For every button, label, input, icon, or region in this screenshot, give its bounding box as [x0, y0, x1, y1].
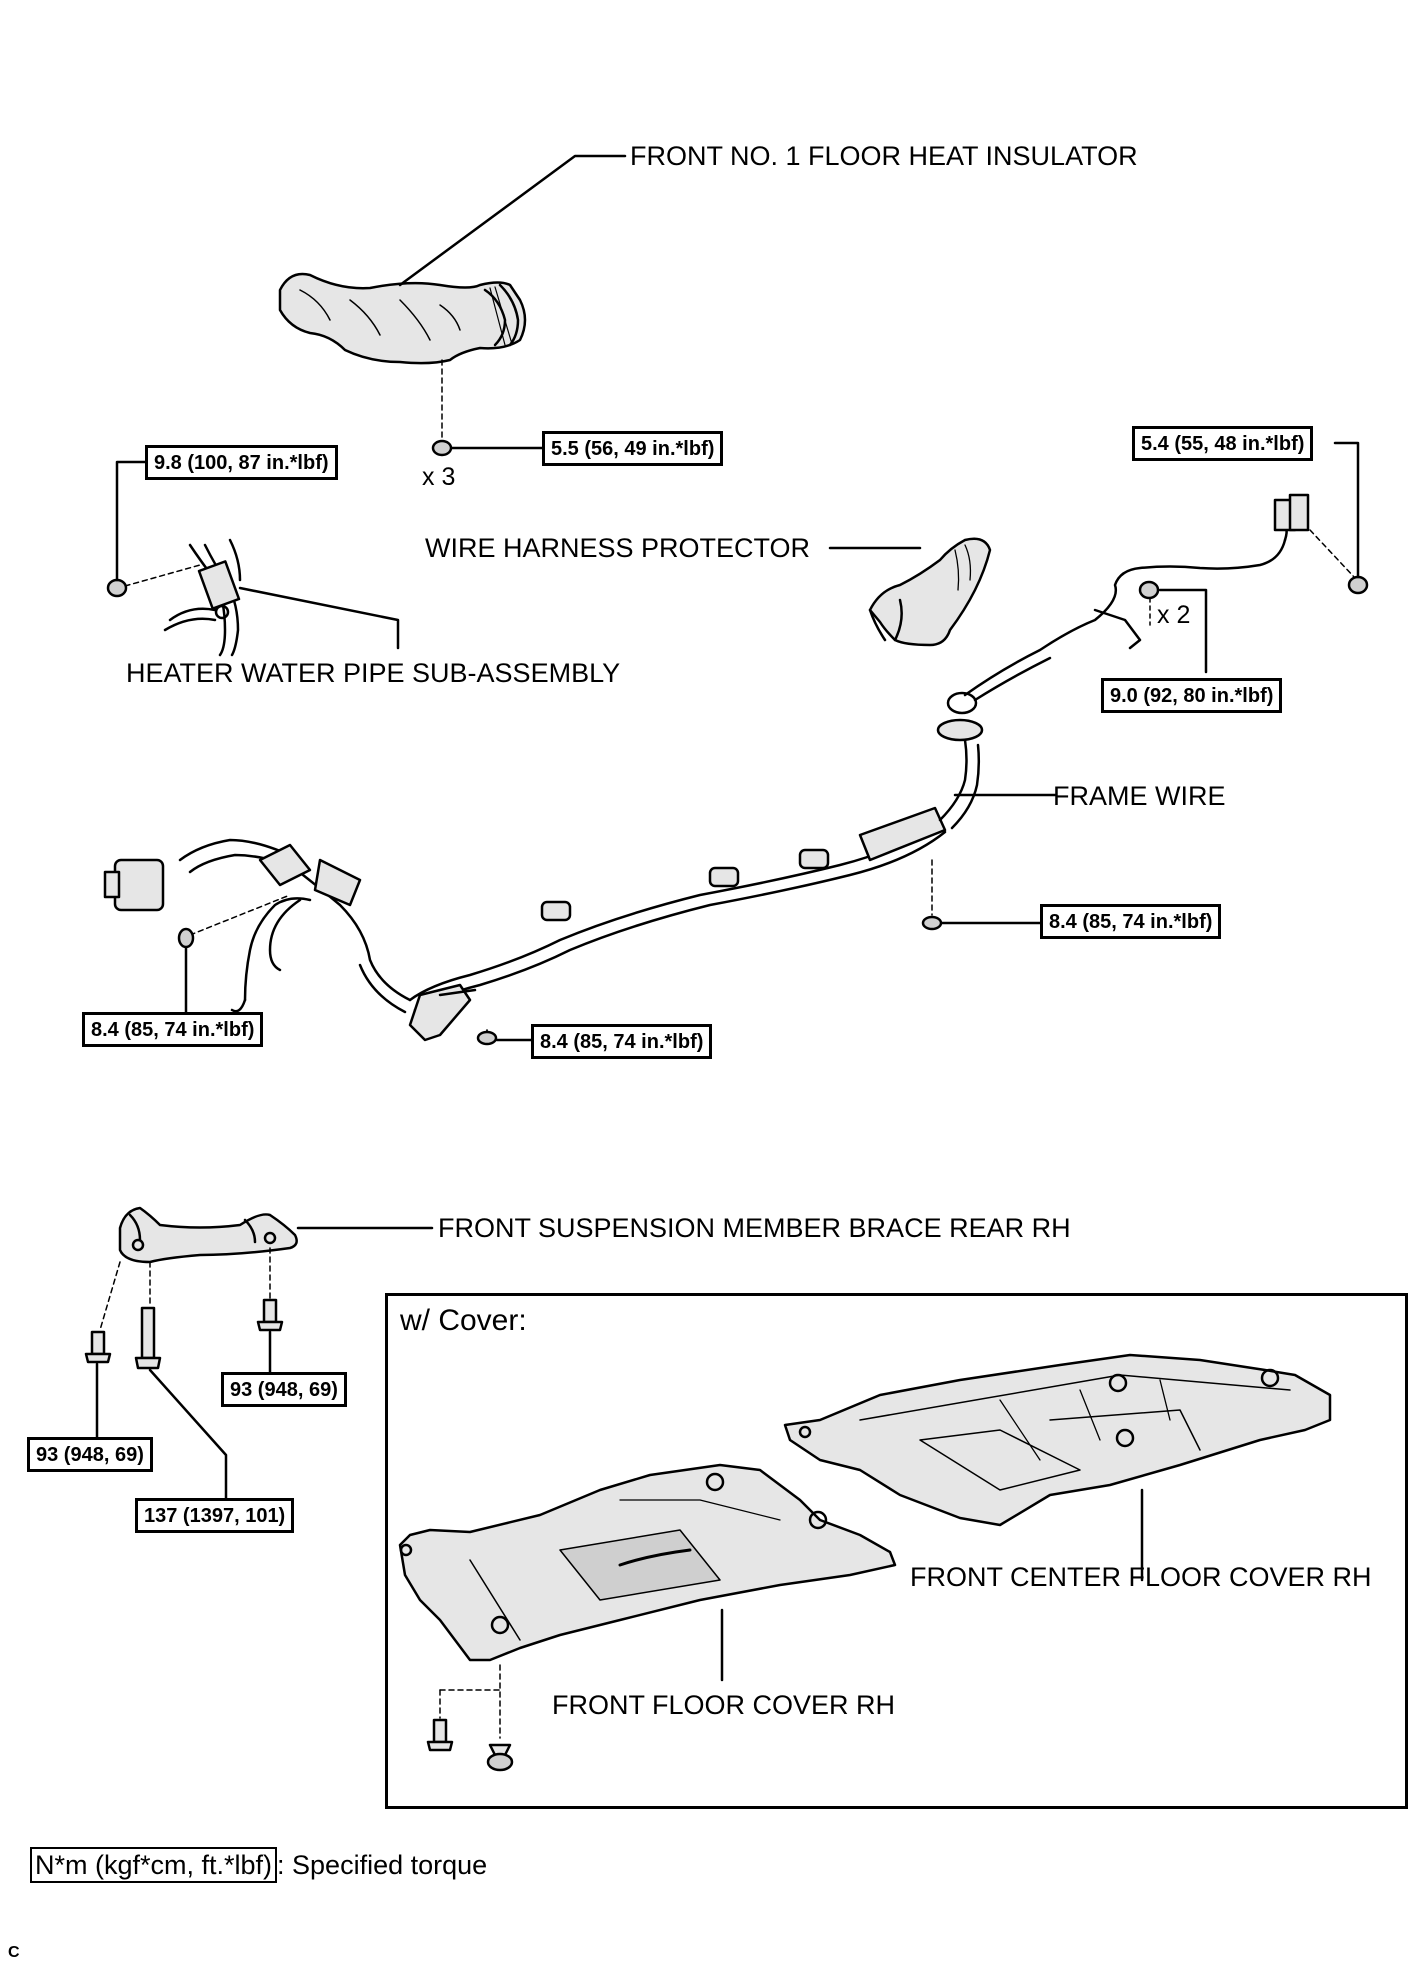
bolt-floor-cover — [426, 1718, 454, 1752]
leader-brace-center — [148, 1368, 228, 1500]
dashed-heater — [124, 564, 201, 587]
label-front-center-floor-cover: FRONT CENTER FLOOR COVER RH — [910, 1562, 1372, 1592]
leader-heater-torque — [115, 460, 150, 582]
wire-harness-protector-part — [868, 537, 992, 647]
nut-frame-center — [476, 1030, 498, 1046]
leader-frame-clamp — [1158, 588, 1208, 674]
legend-text: : Specified torque — [277, 1850, 488, 1880]
front-floor-cover-part — [398, 1463, 897, 1662]
label-frame-wire: FRAME WIRE — [1053, 781, 1226, 811]
nut-top-right — [1347, 575, 1369, 595]
leader-heater-label — [238, 586, 400, 650]
label-front-floor-cover: FRONT FLOOR COVER RH — [552, 1690, 896, 1720]
front-center-floor-cover-part — [783, 1353, 1332, 1527]
torque-frame-right: 8.4 (85, 74 in.*lbf) — [1040, 904, 1222, 939]
torque-brace-left: 93 (948, 69) — [27, 1437, 153, 1472]
multiplier-x3: x 3 — [422, 463, 456, 491]
dashed-frame-left — [189, 894, 291, 936]
torque-frame-center: 8.4 (85, 74 in.*lbf) — [531, 1024, 713, 1059]
torque-legend: N*m (kgf*cm, ft.*lbf): Specified torque — [30, 1847, 488, 1883]
leader-top-right — [1333, 441, 1360, 579]
label-heat-insulator: FRONT NO. 1 FLOOR HEAT INSULATOR — [630, 141, 1138, 171]
leader-heat-insulator — [398, 154, 627, 287]
frame-wire-part — [103, 493, 1310, 1042]
nut-heater — [106, 578, 128, 598]
bolt-brace-left — [84, 1330, 112, 1364]
torque-brace-center: 137 (1397, 101) — [135, 1498, 295, 1533]
label-wire-harness-protector: WIRE HARNESS PROTECTOR — [425, 533, 811, 563]
torque-insulator: 5.5 (56, 49 in.*lbf) — [542, 431, 724, 466]
heater-water-pipe-part — [163, 538, 242, 657]
bolt-brace-right — [256, 1298, 284, 1332]
torque-top-right: 5.4 (55, 48 in.*lbf) — [1132, 426, 1314, 461]
nut-frame-right — [921, 915, 943, 931]
torque-frame-left: 8.4 (85, 74 in.*lbf) — [82, 1012, 264, 1047]
torque-frame-clamp: 9.0 (92, 80 in.*lbf) — [1101, 678, 1283, 713]
nut-insulator — [431, 439, 453, 457]
with-cover-title: w/ Cover: — [400, 1304, 527, 1337]
label-suspension-brace: FRONT SUSPENSION MEMBER BRACE REAR RH — [438, 1213, 1071, 1243]
torque-brace-right: 93 (948, 69) — [221, 1372, 347, 1407]
heat-insulator-part — [278, 272, 527, 365]
nut-frame-left — [177, 927, 195, 949]
label-heater-water-pipe: HEATER WATER PIPE SUB-ASSEMBLY — [126, 658, 621, 688]
bolt-brace-center — [134, 1306, 162, 1370]
corner-mark: C — [8, 1944, 20, 1961]
with-cover-frame — [385, 1293, 1408, 1809]
clip-floor-cover — [486, 1743, 514, 1772]
legend-unit-box: N*m (kgf*cm, ft.*lbf) — [30, 1847, 278, 1883]
suspension-brace-part — [118, 1206, 298, 1264]
dashed-top-right — [1309, 529, 1356, 579]
torque-heater-pipe: 9.8 (100, 87 in.*lbf) — [145, 445, 338, 480]
multiplier-x2: x 2 — [1157, 601, 1191, 629]
